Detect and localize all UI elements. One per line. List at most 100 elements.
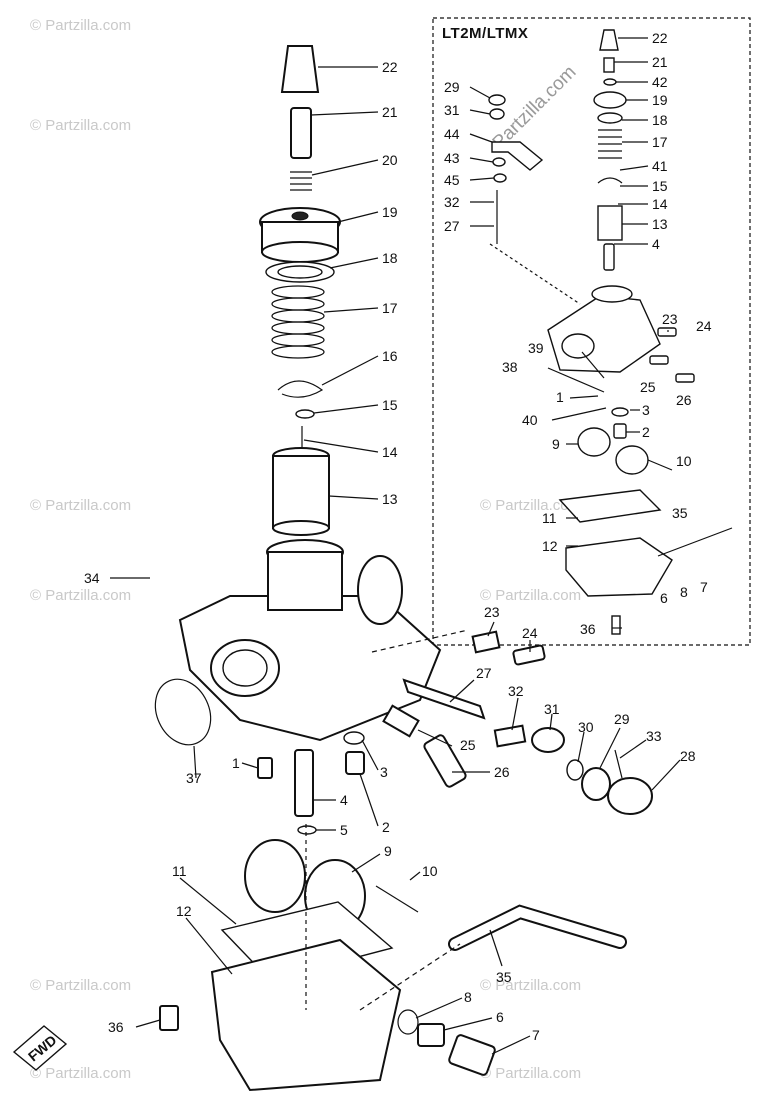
callout-label: 37 — [186, 770, 202, 786]
part-vent-hose-inner — [145, 507, 210, 635]
callout-label: 24 — [522, 625, 538, 641]
leader-line — [551, 407, 607, 421]
part-throttle-valve — [597, 205, 623, 241]
leader-line — [487, 621, 495, 637]
leader-line — [241, 762, 259, 769]
part-drain-hose-inner — [450, 906, 625, 949]
callout-label: 7 — [532, 1027, 540, 1043]
callout-label: 29 — [444, 79, 460, 95]
part-throttle-valve-bottom — [272, 520, 330, 536]
callout-label: 13 — [652, 216, 668, 232]
part-mixing-chamber-top — [593, 91, 627, 109]
part-plunger-cap — [488, 94, 506, 106]
callout-label: 42 — [652, 74, 668, 90]
watermark: © Partzilla.com — [30, 977, 131, 994]
main-callouts: 22 21 20 19 18 17 16 15 14 13 34 23 24 2… — [84, 59, 696, 1043]
watermark: © Partzilla.com — [30, 587, 131, 604]
callout-label: 7 — [700, 579, 708, 595]
leader-line — [179, 877, 237, 925]
part-cap-cover — [599, 29, 619, 51]
callout-label: 22 — [382, 59, 398, 75]
part-plunger-cap — [581, 767, 611, 801]
inset-box — [432, 17, 751, 646]
callout-label: 9 — [384, 843, 392, 859]
part-needle-jet — [603, 243, 615, 271]
inset-parts — [488, 29, 733, 635]
leader-line — [599, 727, 621, 769]
callout-label: 10 — [422, 863, 438, 879]
part-needle-jet — [294, 749, 314, 817]
leader-line — [469, 109, 491, 115]
leader-line — [409, 871, 421, 881]
callout-label: 45 — [444, 172, 460, 188]
leader-line — [303, 439, 379, 453]
part-drain-hose — [657, 527, 733, 557]
part-body-intake — [561, 333, 595, 359]
part-body-chamber — [267, 551, 343, 611]
callout-label: 18 — [382, 250, 398, 266]
callout-label: 4 — [340, 792, 348, 808]
callout-label: 31 — [544, 701, 560, 717]
callout-label: 2 — [642, 424, 650, 440]
callout-label: 13 — [382, 491, 398, 507]
part-washer-small — [566, 759, 584, 781]
part-drain-screw — [417, 1023, 445, 1047]
leader-line — [371, 629, 469, 653]
callout-label: 33 — [646, 728, 662, 744]
part-chamber-screw — [159, 1005, 179, 1031]
callout-label: 28 — [680, 748, 696, 764]
part-starter-plunger — [531, 727, 565, 753]
part-clip — [597, 177, 623, 184]
part-o-ring — [154, 678, 212, 746]
callout-label: 41 — [652, 158, 668, 174]
callout-label: 34 — [84, 570, 100, 586]
watermarks: © Partzilla.com © Partzilla.com © Partzi… — [30, 17, 581, 1082]
watermark-diagonal: Partzilla.com — [489, 62, 581, 154]
callout-label: 23 — [484, 604, 500, 620]
leader-line — [351, 853, 381, 873]
callout-label: 25 — [640, 379, 656, 395]
callout-label: 23 — [662, 311, 678, 327]
callout-label: 17 — [382, 300, 398, 316]
part-washer-needle — [297, 825, 317, 835]
callout-label: 18 — [652, 112, 668, 128]
part-adjuster-screw — [603, 57, 615, 73]
callout-label: 36 — [108, 1019, 124, 1035]
part-throttle-spring — [271, 285, 325, 359]
callout-label: 38 — [502, 359, 518, 375]
leader-line — [135, 1019, 161, 1028]
part-idle-spring — [657, 327, 677, 337]
part-float-chamber-gasket — [558, 489, 662, 523]
callout-label: 21 — [652, 54, 668, 70]
part-float-pin — [647, 459, 673, 471]
leader-line — [549, 713, 553, 731]
part-chamber-screw — [611, 615, 621, 635]
part-pilot-jet — [257, 757, 273, 779]
leader-line — [359, 773, 379, 827]
callout-label: 6 — [660, 590, 668, 606]
leader-lines — [110, 37, 681, 1055]
callout-label: 17 — [652, 134, 668, 150]
leader-line — [328, 495, 379, 500]
part-mixing-chamber-top-base — [261, 241, 339, 263]
callout-label: 3 — [642, 402, 650, 418]
watermark: © Partzilla.com — [30, 1065, 131, 1082]
main-parts: FWD — [12, 45, 653, 1092]
callout-label: 19 — [382, 204, 398, 220]
callout-label: 12 — [542, 538, 558, 554]
leader-line — [449, 679, 475, 703]
callout-label: 6 — [496, 1009, 504, 1025]
part-starter-joint — [493, 173, 507, 183]
part-throttle-stop-screw — [675, 373, 695, 383]
callout-label: 4 — [652, 236, 660, 252]
part-throttle-stop-screw — [423, 734, 467, 788]
leader-line — [547, 367, 605, 393]
part-washer-main — [611, 407, 629, 417]
part-body-intake-bore — [222, 649, 268, 687]
leader-line — [569, 395, 599, 399]
watermark: © Partzilla.com — [480, 977, 581, 994]
leader-line — [511, 697, 519, 731]
leader-line — [651, 759, 681, 791]
callout-label: 44 — [444, 126, 460, 142]
callout-label: 19 — [652, 92, 668, 108]
